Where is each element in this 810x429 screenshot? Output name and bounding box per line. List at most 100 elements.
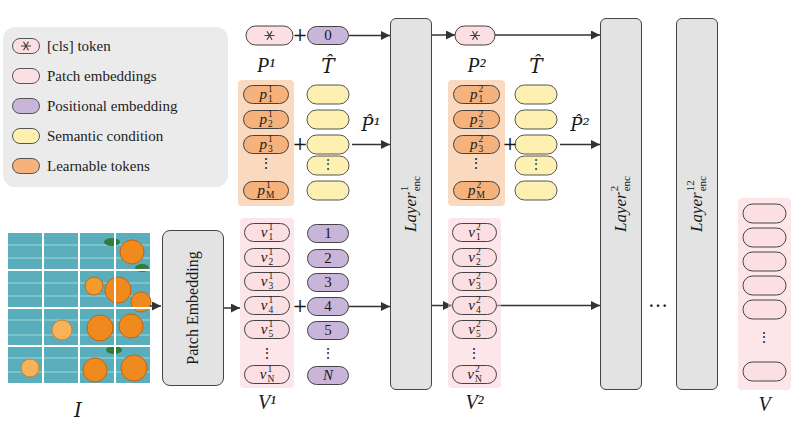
arrow-connector [349, 306, 390, 308]
subscript: 2 [478, 120, 483, 130]
layer-label: Layer1enc [399, 176, 422, 232]
token-pill: v1N [244, 365, 290, 384]
token-label: p21 [470, 85, 483, 104]
output-embeddings [743, 204, 786, 381]
token-pill: 2 [307, 249, 349, 268]
annotation-label: … [648, 289, 668, 311]
subscript: 1 [268, 95, 273, 105]
token-symbol: v [261, 298, 268, 313]
token-symbol: p [468, 183, 476, 198]
superscript: 2 [476, 272, 481, 282]
annotation-label: + [292, 134, 307, 154]
superscript: 2 [478, 85, 483, 95]
subscript: 1 [476, 233, 481, 243]
token-label: 0 [324, 28, 332, 43]
annotation-label: + [502, 134, 517, 154]
token-symbol: 0 [324, 28, 332, 43]
token-pill: p11 [243, 85, 289, 104]
token-symbol: v [468, 225, 475, 240]
index-stack: 23 [476, 272, 481, 291]
superscript: 2 [475, 365, 482, 375]
token-symbol: 5 [324, 323, 332, 338]
token-label: p13 [259, 135, 272, 154]
index-stack: 12 [268, 110, 273, 129]
token-column: P¹p11p12p13p1M [238, 80, 294, 206]
token-pill: v2N [452, 365, 497, 384]
token-symbol: p [259, 137, 267, 152]
legend-text: Semantic condition [47, 126, 163, 146]
token-pill: N [307, 366, 349, 385]
index-stack: 21 [478, 85, 483, 104]
token-symbol: v [468, 298, 475, 313]
annotation-label: ⋮ [469, 156, 483, 171]
superscript: 2 [609, 176, 621, 191]
index-stack: 22 [476, 248, 481, 267]
legend-text: Learnable tokens [47, 156, 150, 176]
token-pill: v15 [244, 320, 290, 339]
token-pill: v11 [244, 223, 290, 242]
superscript: 1 [268, 85, 273, 95]
token-symbol: 3 [324, 275, 332, 290]
index-stack: 21 [476, 223, 481, 242]
column-heading: P¹ [257, 54, 275, 76]
superscript: 12 [685, 176, 697, 191]
index-stack: 1M [266, 181, 274, 200]
arrow [495, 34, 600, 36]
token-label: v12 [261, 248, 273, 267]
encoder-layer: Layer2enc [600, 18, 642, 390]
legend-swatch [12, 38, 40, 54]
token-symbol: p [470, 87, 478, 102]
superscript: 2 [476, 223, 481, 233]
box-text: Patch Embedding [184, 248, 202, 368]
superscript: 2 [476, 320, 481, 330]
legend-swatch [12, 158, 40, 174]
token-pill: v14 [244, 296, 290, 315]
subscript: 5 [268, 330, 273, 340]
subscript: 4 [476, 306, 481, 316]
encoder-layer: Layer12enc [676, 18, 718, 390]
token-symbol: v [261, 274, 268, 289]
subscript: 3 [268, 145, 273, 155]
token-label: v22 [468, 248, 480, 267]
token-pill: 0 [307, 26, 349, 45]
index-stack: 1N [267, 365, 274, 384]
arrow-connector [497, 305, 600, 307]
annotation-label: T̂ [529, 55, 542, 77]
index-stack: 15 [268, 320, 273, 339]
token-symbol: p [259, 87, 267, 102]
subscript: 5 [476, 330, 481, 340]
annotation-label: ⋮ [260, 346, 274, 361]
index-stack: 22 [478, 110, 483, 129]
superscript: 1 [268, 223, 273, 233]
token-symbol: Layer [611, 192, 631, 232]
process-box: Patch Embedding [162, 230, 224, 386]
subscript: 4 [268, 306, 273, 316]
subscript: 3 [478, 145, 483, 155]
token-symbol: v [261, 322, 268, 337]
token-label: v15 [261, 320, 273, 339]
encoder-layer: Layer1enc [390, 18, 432, 390]
index-stack: 13 [268, 135, 273, 154]
arrow [432, 34, 455, 36]
token-symbol: 4 [324, 299, 332, 314]
token-label: N [323, 368, 333, 383]
annotation-label: ⋮ [467, 346, 481, 361]
token-pill: 3 [307, 273, 349, 292]
column-heading: V² [465, 391, 483, 413]
superscript: 2 [478, 110, 483, 120]
superscript: 2 [478, 135, 483, 145]
token-label: 5 [324, 323, 332, 338]
legend-text: [cls] token [47, 36, 111, 56]
subscript: 1 [268, 233, 273, 243]
annotation-label: P̂¹ [361, 115, 380, 135]
token-symbol: v [260, 367, 267, 382]
token-label: p22 [470, 110, 483, 129]
annotation-label: + [292, 296, 307, 316]
token-pill: p23 [453, 135, 500, 154]
subscript: M [477, 191, 485, 201]
token-column: P²p21p22p23p2M [448, 80, 505, 206]
subscript: 3 [476, 282, 481, 292]
token-label: v11 [261, 223, 273, 242]
column-heading: P² [467, 54, 485, 76]
